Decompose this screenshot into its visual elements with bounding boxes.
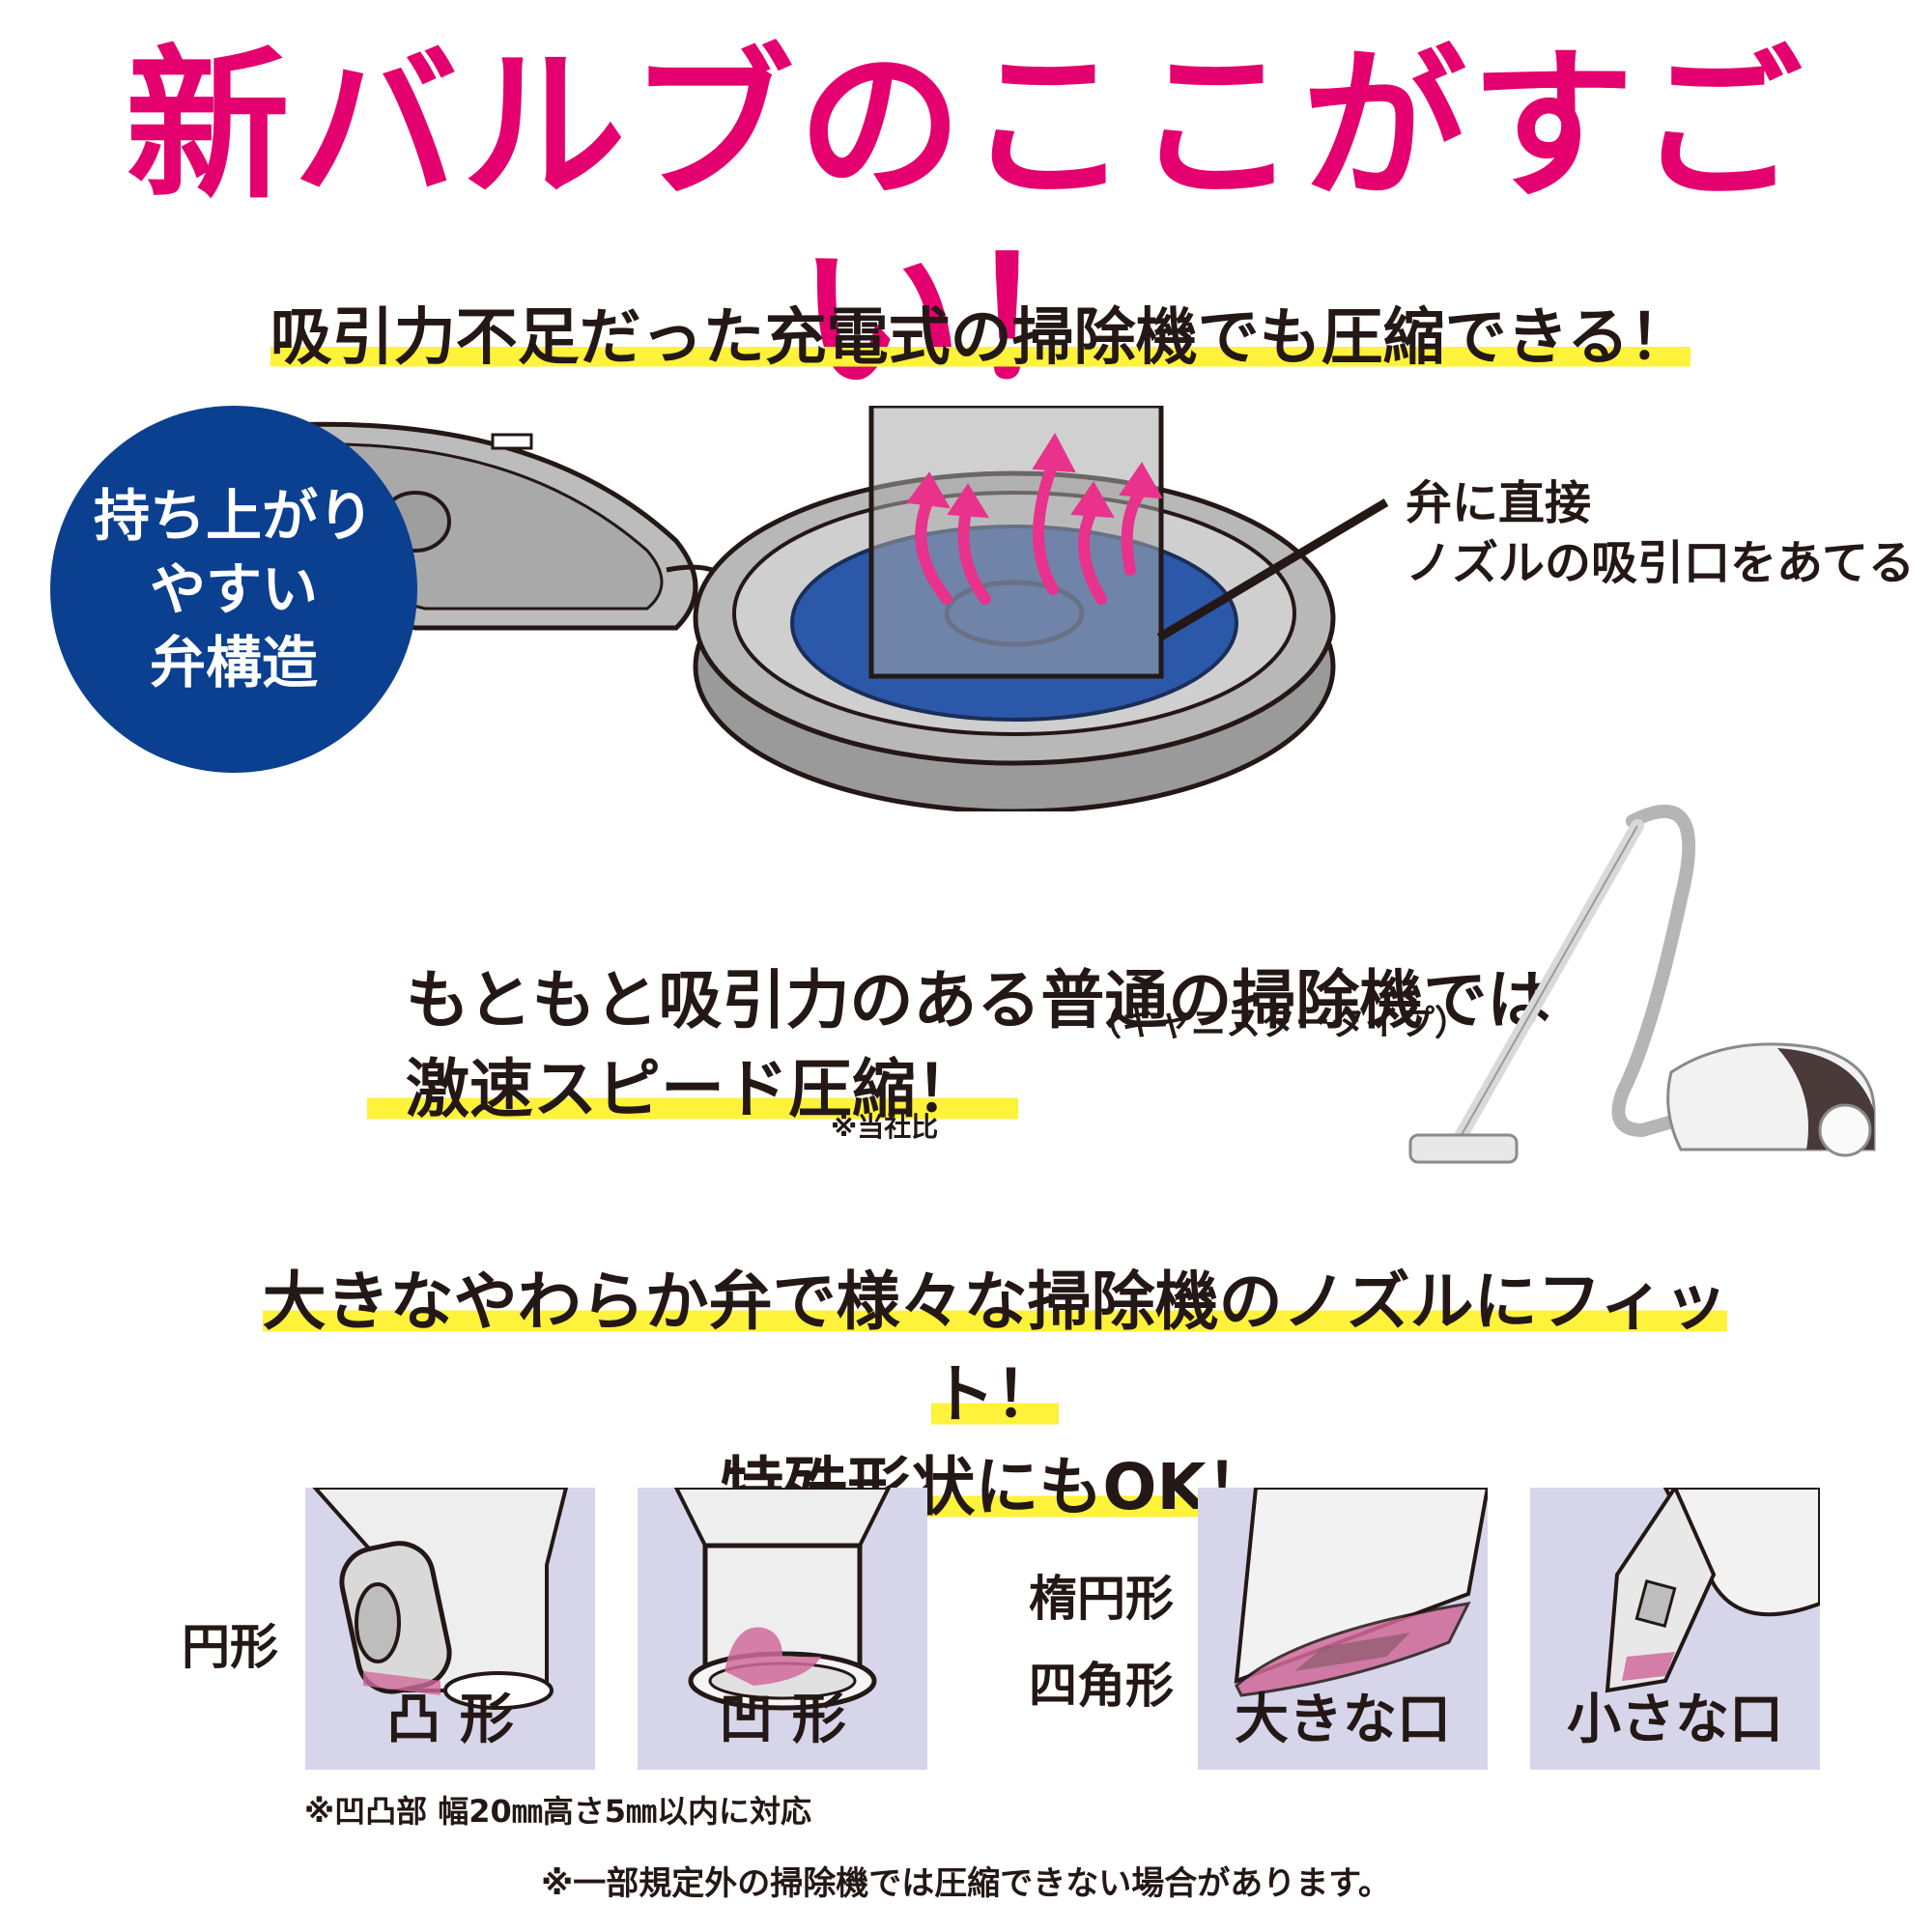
canister-label: （キャニスタータイプ） xyxy=(1087,1004,1470,1043)
section3-heading: 大きなやわらか弁で様々な掃除機のノズルにフィット！ 特殊形状にもOK！ xyxy=(232,1256,1758,1534)
comparison-note: ※当社比 xyxy=(831,1111,939,1143)
large-opening-label: 大きな口 xyxy=(1235,1689,1451,1751)
nozzle-tube xyxy=(868,406,1164,679)
panel-convex-nozzle: 凸 形 xyxy=(305,1488,595,1770)
size-note: ※凹凸部 幅20㎜高さ5㎜以内に対応 xyxy=(304,1793,812,1830)
canister-vacuum-illustration xyxy=(1408,805,1876,1164)
square-shape-label: 四角形 xyxy=(1029,1658,1174,1714)
section2-line2: 激速スピード圧縮！ xyxy=(367,1052,1018,1126)
badge-line-3: 弁構造 xyxy=(149,630,318,696)
convex-label: 凸 形 xyxy=(386,1689,514,1751)
concave-nozzle-icon xyxy=(673,1488,892,1711)
oval-shape-label: 楕円形 xyxy=(1029,1571,1174,1627)
circle-shape-label: 円形 xyxy=(182,1619,278,1675)
lid-tab xyxy=(491,433,533,450)
panel-large-opening: 大きな口 xyxy=(1198,1488,1488,1770)
structure-badge: 持ち上がり やすい 弁構造 xyxy=(50,406,417,773)
panel-small-opening: 小さな口 xyxy=(1530,1488,1820,1770)
small-opening-nozzle-icon xyxy=(1605,1488,1820,1693)
section2-text: もともと吸引力のある普通の掃除機では 激速スピード圧縮！ xyxy=(367,956,1551,1134)
badge-line-1: 持ち上がり xyxy=(93,483,374,549)
large-opening-nozzle-icon xyxy=(1234,1488,1488,1697)
badge-line-2: やすい xyxy=(149,556,318,622)
convex-nozzle-icon xyxy=(312,1488,569,1710)
bottom-disclaimer: ※一部規定外の掃除機では圧縮できない場合があります。 xyxy=(541,1864,1391,1903)
small-opening-label: 小さな口 xyxy=(1567,1689,1783,1751)
section1-heading: 吸引力不足だった充電式の掃除機でも圧縮できる！ xyxy=(246,295,1715,382)
callout-line-1: 弁に直接 xyxy=(1406,476,1592,530)
valve-illustration xyxy=(287,406,1389,811)
valve-callout: 弁に直接 ノズルの吸引口をあてる xyxy=(1406,473,1915,593)
section3-heading-line1: 大きなやわらか弁で様々な掃除機のノズルにフィット！ xyxy=(262,1264,1728,1432)
concave-label: 凹 形 xyxy=(719,1689,846,1751)
section1-heading-text: 吸引力不足だった充電式の掃除機でも圧縮できる！ xyxy=(270,302,1691,374)
section2-line1: もともと吸引力のある普通の掃除機では xyxy=(406,963,1551,1037)
panel-concave-nozzle: 凹 形 xyxy=(638,1488,927,1770)
callout-line-2: ノズルの吸引口をあてる xyxy=(1406,536,1916,590)
suction-arrows xyxy=(906,432,1163,605)
callout-line xyxy=(1156,498,1389,641)
